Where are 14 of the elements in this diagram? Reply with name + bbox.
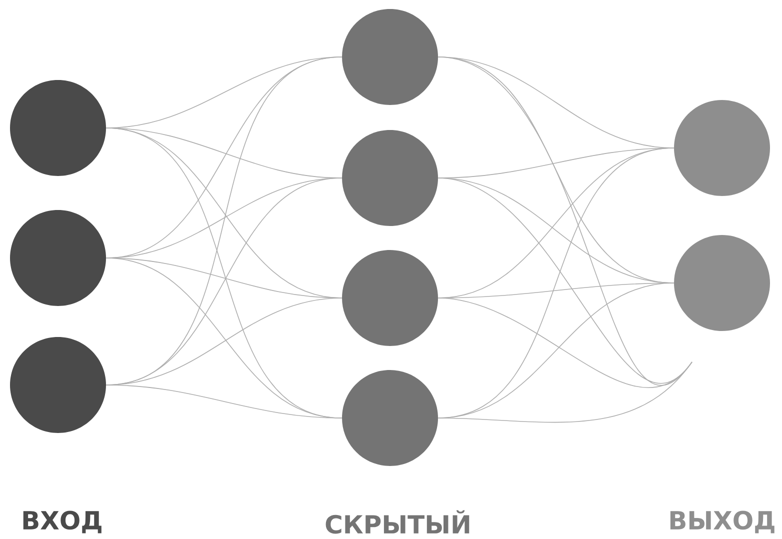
neuron-circle (10, 337, 106, 433)
neuron-circle (10, 210, 106, 306)
layer-label: СКРЫТЫЙ (326, 510, 470, 534)
neuron-circle (674, 235, 770, 331)
neuron-circle (342, 370, 438, 466)
neuron-circle (10, 80, 106, 176)
neuron-circle (342, 250, 438, 346)
neuron-circle (342, 130, 438, 226)
layer-label: ВХОД (23, 510, 102, 534)
neuron-circle (342, 9, 438, 105)
connection-line (438, 362, 692, 423)
connection-line (106, 384, 342, 418)
layer-label: ВЫХОД (670, 510, 774, 534)
neuron-circle (674, 100, 770, 196)
